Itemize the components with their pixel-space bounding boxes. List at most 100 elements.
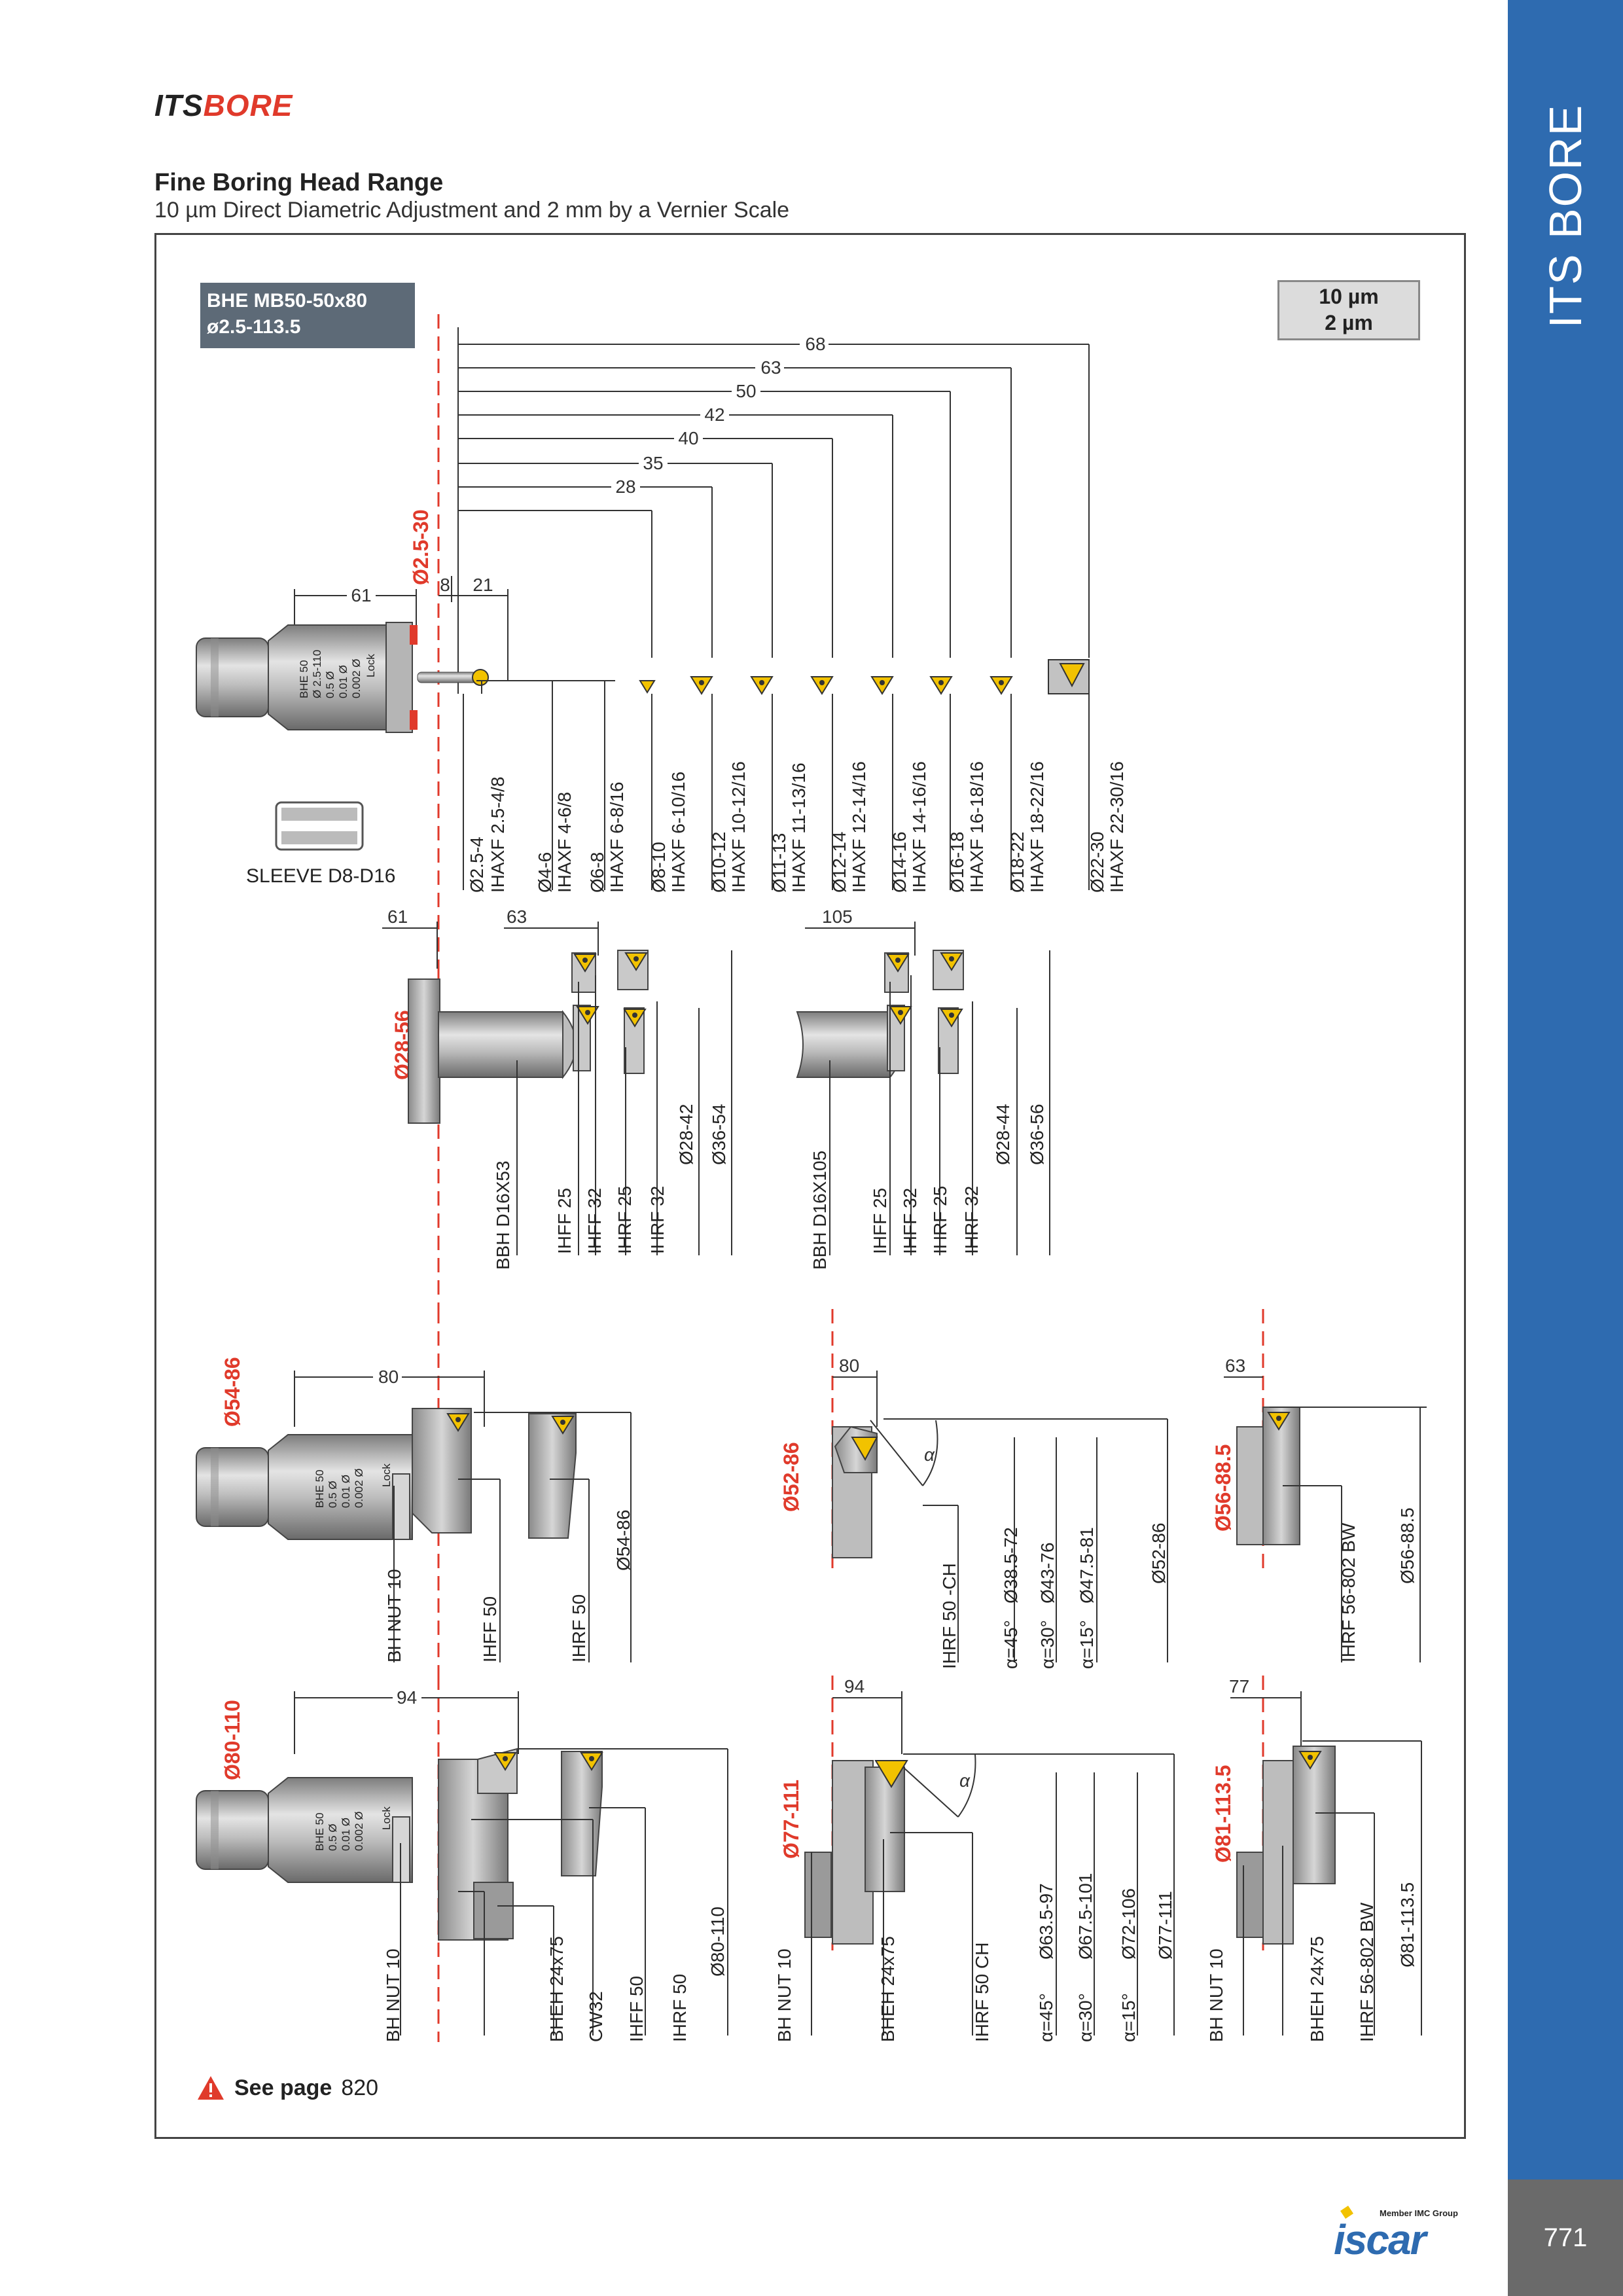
svg-text:Ø54-86: Ø54-86 [613, 1510, 633, 1571]
svg-text:Ø38.5-72: Ø38.5-72 [1001, 1527, 1021, 1604]
svg-text:CW32: CW32 [586, 1991, 606, 2042]
svg-text:IHRF 32: IHRF 32 [961, 1186, 982, 1254]
dim-63c: 63 [1225, 1355, 1245, 1376]
svg-text:0.5 Ø: 0.5 Ø [327, 1480, 339, 1508]
dim-94b: 94 [844, 1676, 865, 1696]
section-4: Ø80-110 94 BHE 50 0.5 Ø 0.01 Ø 0.002 Ø L… [196, 1676, 1422, 2042]
alpha-label-s4: α [959, 1770, 971, 1791]
dim-61b: 61 [387, 906, 408, 927]
range-label-s4b: Ø77-111 [779, 1780, 803, 1859]
diagram-frame [154, 233, 1466, 2139]
svg-text:Ø72-106: Ø72-106 [1118, 1888, 1139, 1960]
dim-35: 28 [615, 476, 635, 497]
svg-text:BBH D16X105: BBH D16X105 [810, 1151, 830, 1270]
svg-text:IHAXF 12-14/16: IHAXF 12-14/16 [849, 761, 869, 893]
section-1: Ø2.5-30 68 63 50 42 40 35 28 [196, 314, 1127, 969]
svg-text:α=15°: α=15° [1077, 1620, 1097, 1669]
dim-40: 35 [643, 453, 663, 473]
svg-text:Ø6-8: Ø6-8 [587, 852, 607, 893]
svg-text:IHRF 32: IHRF 32 [647, 1186, 668, 1254]
boring-head-1: BHE 50 Ø 2.5-110 0.5 Ø 0.01 Ø 0.002 Ø Lo… [196, 622, 489, 733]
sleeve-icon [275, 801, 364, 851]
dim-94a: 94 [397, 1687, 417, 1708]
svg-text:IHRF 56-802 BW: IHRF 56-802 BW [1338, 1522, 1359, 1662]
svg-text:Ø56-88.5: Ø56-88.5 [1397, 1507, 1418, 1584]
svg-text:α=45°: α=45° [1036, 1993, 1056, 2042]
svg-text:BHE 50: BHE 50 [313, 1812, 326, 1851]
svg-text:0.01 Ø: 0.01 Ø [337, 665, 349, 698]
dim-lines-top [457, 327, 1090, 694]
svg-text:BH NUT 10: BH NUT 10 [774, 1948, 794, 2042]
range-label-s4a: Ø80-110 [221, 1700, 244, 1780]
svg-text:Ø47.5-81: Ø47.5-81 [1077, 1527, 1097, 1604]
svg-text:BHEH 24x75: BHEH 24x75 [878, 1936, 898, 2042]
dim-63b: 63 [507, 906, 527, 927]
svg-text:Ø22-30: Ø22-30 [1087, 832, 1107, 893]
svg-text:Ø63.5-97: Ø63.5-97 [1036, 1883, 1056, 1960]
dim-61: 61 [351, 585, 371, 605]
section-3: Ø54-86 80 BHE 50 0.5 Ø 0.01 Ø 0.002 Ø Lo… [196, 1309, 1427, 1676]
svg-text:BBH D16X53: BBH D16X53 [493, 1160, 513, 1270]
units-line-2: 2 µm [1325, 311, 1373, 334]
page-number-band [1508, 2179, 1623, 2296]
svg-text:0.002 Ø: 0.002 Ø [353, 1812, 365, 1852]
svg-text:α=45°: α=45° [1001, 1620, 1021, 1669]
svg-text:BH NUT 10: BH NUT 10 [1206, 1948, 1226, 2042]
svg-text:IHRF 50 -CH: IHRF 50 -CH [939, 1563, 959, 1669]
svg-text:IHRF 25: IHRF 25 [930, 1186, 950, 1254]
svg-text:Ø43-76: Ø43-76 [1037, 1543, 1058, 1604]
svg-text:Ø2.5-4: Ø2.5-4 [467, 836, 487, 893]
range-label-s4c: Ø81-113.5 [1211, 1765, 1235, 1863]
dim-77c: 77 [1229, 1676, 1249, 1696]
svg-text:α=15°: α=15° [1118, 1993, 1139, 2042]
svg-text:0.002 Ø: 0.002 Ø [353, 1469, 365, 1509]
units-box: 10 µm 2 µm [1277, 280, 1420, 340]
tool-leaders-1 [463, 694, 1090, 890]
see-page-number[interactable]: 820 [341, 2075, 379, 2100]
dim-68: 68 [805, 334, 825, 354]
svg-text:0.5 Ø: 0.5 Ø [324, 671, 336, 698]
svg-text:α=30°: α=30° [1037, 1620, 1058, 1669]
dim-105: 105 [822, 906, 853, 927]
see-page-label: See page [234, 2075, 332, 2100]
svg-text:Ø36-54: Ø36-54 [709, 1104, 729, 1165]
svg-text:IHRF 25: IHRF 25 [615, 1186, 635, 1254]
member-text: Member IMC Group [1380, 2208, 1458, 2218]
insert-row-1 [639, 659, 1090, 694]
svg-text:BHE 50: BHE 50 [298, 660, 310, 698]
section-2: Ø28-56 61 63 105 [382, 906, 1050, 1309]
svg-text:iscar: iscar [1334, 2216, 1429, 2259]
svg-text:IHFF 25: IHFF 25 [554, 1188, 575, 1254]
svg-text:Ø28-44: Ø28-44 [993, 1104, 1013, 1165]
svg-text:IHRF 50: IHRF 50 [669, 1974, 690, 2042]
svg-text:0.5 Ø: 0.5 Ø [327, 1823, 339, 1851]
svg-text:IHAXF 11-13/16: IHAXF 11-13/16 [789, 762, 809, 893]
svg-text:IHRF 50: IHRF 50 [569, 1594, 589, 1662]
spec-line-2: ø2.5-113.5 [207, 316, 301, 338]
spec-box: BHE MB50-50x80 ø2.5-113.5 [200, 283, 415, 348]
svg-text:IHAXF 22-30/16: IHAXF 22-30/16 [1107, 761, 1127, 893]
svg-text:Ø14-16: Ø14-16 [889, 832, 910, 893]
range-label-s3c: Ø56-88.5 [1211, 1444, 1235, 1532]
dim-50b: 42 [704, 404, 724, 425]
see-page-note[interactable]: See page 820 [196, 2075, 378, 2101]
range-label-s3b: Ø52-86 [779, 1442, 803, 1512]
dim-50: 50 [736, 381, 756, 401]
svg-text:IHAXF 2.5-4/8: IHAXF 2.5-4/8 [488, 777, 508, 893]
svg-text:0.002 Ø: 0.002 Ø [350, 659, 363, 699]
boring-head-3: BHE 50 0.5 Ø 0.01 Ø 0.002 Ø Lock [196, 1408, 472, 1540]
boring-head-4: BHE 50 0.5 Ø 0.01 Ø 0.002 Ø Lock [196, 1777, 413, 1883]
svg-text:Ø28-42: Ø28-42 [676, 1104, 696, 1165]
svg-text:0.01 Ø: 0.01 Ø [340, 1818, 352, 1851]
page-subtitle: 10 µm Direct Diametric Adjustment and 2 … [154, 198, 790, 223]
svg-text:Ø36-56: Ø36-56 [1027, 1104, 1047, 1165]
side-band [1508, 0, 1623, 2179]
svg-text:Ø81-113.5: Ø81-113.5 [1397, 1882, 1418, 1967]
svg-text:Lock: Lock [365, 654, 377, 677]
dim-8: 8 [440, 575, 450, 595]
svg-text:Ø8-10: Ø8-10 [649, 842, 669, 893]
svg-text:Lock: Lock [380, 1806, 393, 1830]
dim-63: 63 [760, 357, 781, 378]
